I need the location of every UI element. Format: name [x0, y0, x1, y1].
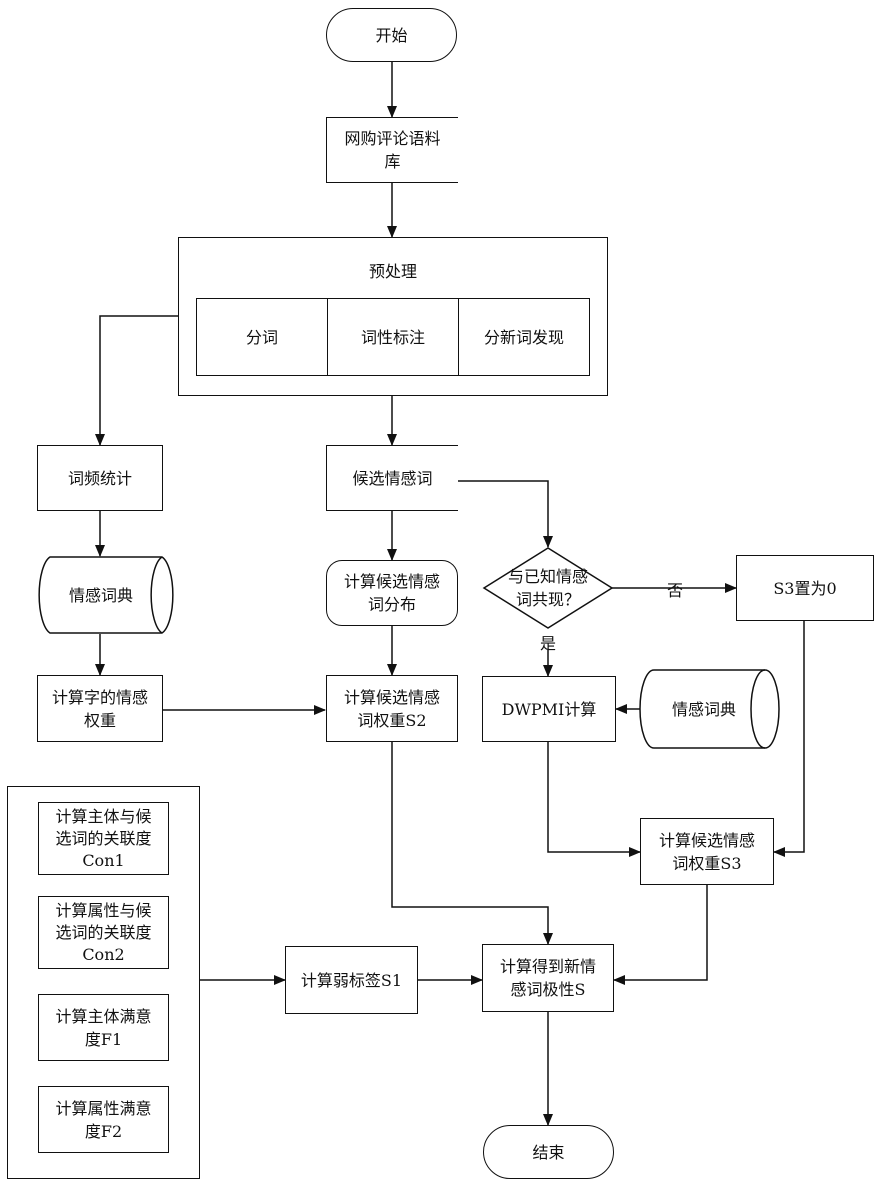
char-weight-node: 计算字的情感 权重: [37, 675, 163, 742]
candidate-distribution-label: 计算候选情感 词分布: [344, 570, 440, 616]
step-new-word-discovery: 分新词发现: [459, 299, 589, 375]
edge-candidates-decision: [458, 481, 548, 547]
dwpmi-label: DWPMI计算: [502, 698, 597, 721]
feature-con1: 计算主体与候 选词的关联度 Con1: [38, 802, 169, 875]
preprocess-title: 预处理: [179, 260, 607, 283]
weight-s3-node: 计算候选情感 词权重S3: [640, 818, 774, 885]
weak-label-s1-node: 计算弱标签S1: [285, 946, 418, 1014]
candidates-node: 候选情感词: [326, 445, 458, 511]
edge-s3zero-s3: [774, 621, 804, 852]
preprocess-steps: 分词 词性标注 分新词发现: [196, 298, 590, 376]
sentiment-dict-right: 情感词典: [642, 670, 766, 748]
candidates-label: 候选情感词: [352, 467, 432, 490]
edge-label-yes: 是: [540, 630, 556, 654]
start-label: 开始: [375, 24, 407, 47]
polarity-s-node: 计算得到新情 感词极性S: [482, 944, 614, 1012]
weak-label-s1-label: 计算弱标签S1: [301, 969, 402, 992]
corpus-label: 网购评论语料 库: [344, 127, 440, 173]
weight-s3-label: 计算候选情感 词权重S3: [659, 829, 755, 875]
edge-preprocess-wordfreq: [100, 316, 178, 445]
step-segmentation: 分词: [197, 299, 328, 375]
end-terminal: 结束: [483, 1125, 614, 1179]
char-weight-label: 计算字的情感 权重: [52, 686, 148, 732]
preprocess-block: 预处理 分词 词性标注 分新词发现: [178, 237, 608, 396]
sentiment-dict-left: 情感词典: [40, 557, 162, 633]
sentiment-dict-left-label: 情感词典: [69, 584, 133, 607]
cooccur-decision-label: 与已知情感 词共现？: [508, 565, 588, 611]
feature-con2: 计算属性与候 选词的关联度 Con2: [38, 896, 169, 969]
feature-f1: 计算主体满意 度F1: [38, 994, 169, 1061]
word-frequency-label: 词频统计: [68, 467, 132, 490]
feature-f2: 计算属性满意 度F2: [38, 1086, 169, 1153]
candidate-distribution-node: 计算候选情感 词分布: [326, 560, 458, 626]
polarity-s-label: 计算得到新情 感词极性S: [500, 955, 596, 1001]
edge-dwpmi-s3: [548, 742, 640, 852]
weight-s2-node: 计算候选情感 词权重S2: [326, 675, 458, 742]
weight-s2-label: 计算候选情感 词权重S2: [344, 686, 440, 732]
edge-s3-polarity: [614, 885, 707, 980]
step-pos-tagging: 词性标注: [328, 299, 459, 375]
s3-zero-node: S3置为0: [736, 555, 874, 621]
end-label: 结束: [532, 1141, 564, 1164]
sentiment-dict-right-label: 情感词典: [672, 698, 736, 721]
start-terminal: 开始: [326, 8, 457, 62]
word-frequency-node: 词频统计: [37, 445, 163, 511]
s3-zero-label: S3置为0: [773, 577, 836, 600]
corpus-node: 网购评论语料 库: [326, 117, 458, 183]
cooccur-decision: 与已知情感 词共现？: [484, 548, 612, 628]
edge-s2-polarity: [392, 742, 548, 944]
edge-label-no: 否: [667, 577, 683, 601]
dwpmi-node: DWPMI计算: [482, 676, 616, 742]
